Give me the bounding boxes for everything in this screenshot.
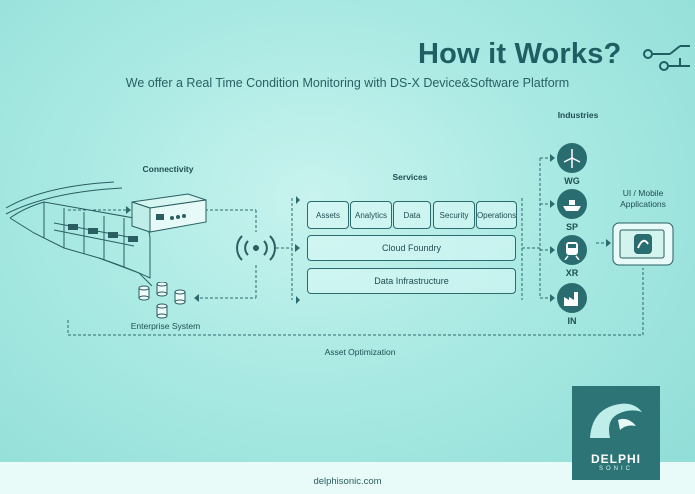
- ship-icon: [563, 200, 581, 211]
- industry-code-wg: WG: [564, 176, 580, 186]
- apps-label-line1: UI / Mobile: [622, 188, 664, 198]
- database-icon: [138, 282, 186, 319]
- service-module-data: Data: [393, 201, 431, 229]
- industries-label: Industries: [557, 110, 599, 120]
- industry-wg-icon: [557, 143, 587, 173]
- connectivity-label: Connectivity: [142, 164, 194, 174]
- industry-code-xr: XR: [565, 268, 579, 278]
- apps-label-line2: Applications: [620, 199, 666, 209]
- page-subtitle: We offer a Real Time Condition Monitorin…: [125, 76, 570, 90]
- circuit-icon: [643, 45, 690, 71]
- footer-url[interactable]: delphisonic.com: [313, 476, 382, 487]
- train-icon: [564, 242, 580, 260]
- industry-code-sp: SP: [565, 222, 578, 232]
- dolphin-icon: [590, 403, 642, 438]
- industry-xr-icon: [557, 235, 587, 265]
- page-title: How it Works?: [418, 38, 622, 70]
- industry-in-icon: [557, 283, 587, 313]
- wireless-signal-icon: [236, 235, 276, 261]
- logo-name: DELPHI: [590, 452, 641, 466]
- wind-turbine-icon: [563, 149, 581, 168]
- service-module-operations: Operations: [476, 201, 517, 229]
- gateway-device-icon: [131, 193, 207, 233]
- industry-icon: [564, 292, 578, 306]
- apps-label: UI / Mobile Applications: [605, 188, 681, 210]
- services-label: Services: [392, 172, 428, 182]
- logo-subtitle: SONIC: [598, 466, 633, 472]
- industry-code-in: IN: [567, 316, 577, 326]
- service-module-analytics: Analytics: [350, 201, 392, 229]
- service-module-security: Security: [433, 201, 475, 229]
- asset-optimization-label: Asset Optimization: [324, 347, 396, 357]
- service-module-assets: Assets: [307, 201, 349, 229]
- enterprise-label: Enterprise System: [130, 321, 201, 331]
- data-infrastructure-box: Data Infrastructure: [307, 268, 516, 294]
- industry-sp-icon: [557, 189, 587, 219]
- cloud-foundry-box: Cloud Foundry: [307, 235, 516, 261]
- mobile-app-icon: [612, 222, 674, 266]
- delphi-logo: [572, 386, 660, 480]
